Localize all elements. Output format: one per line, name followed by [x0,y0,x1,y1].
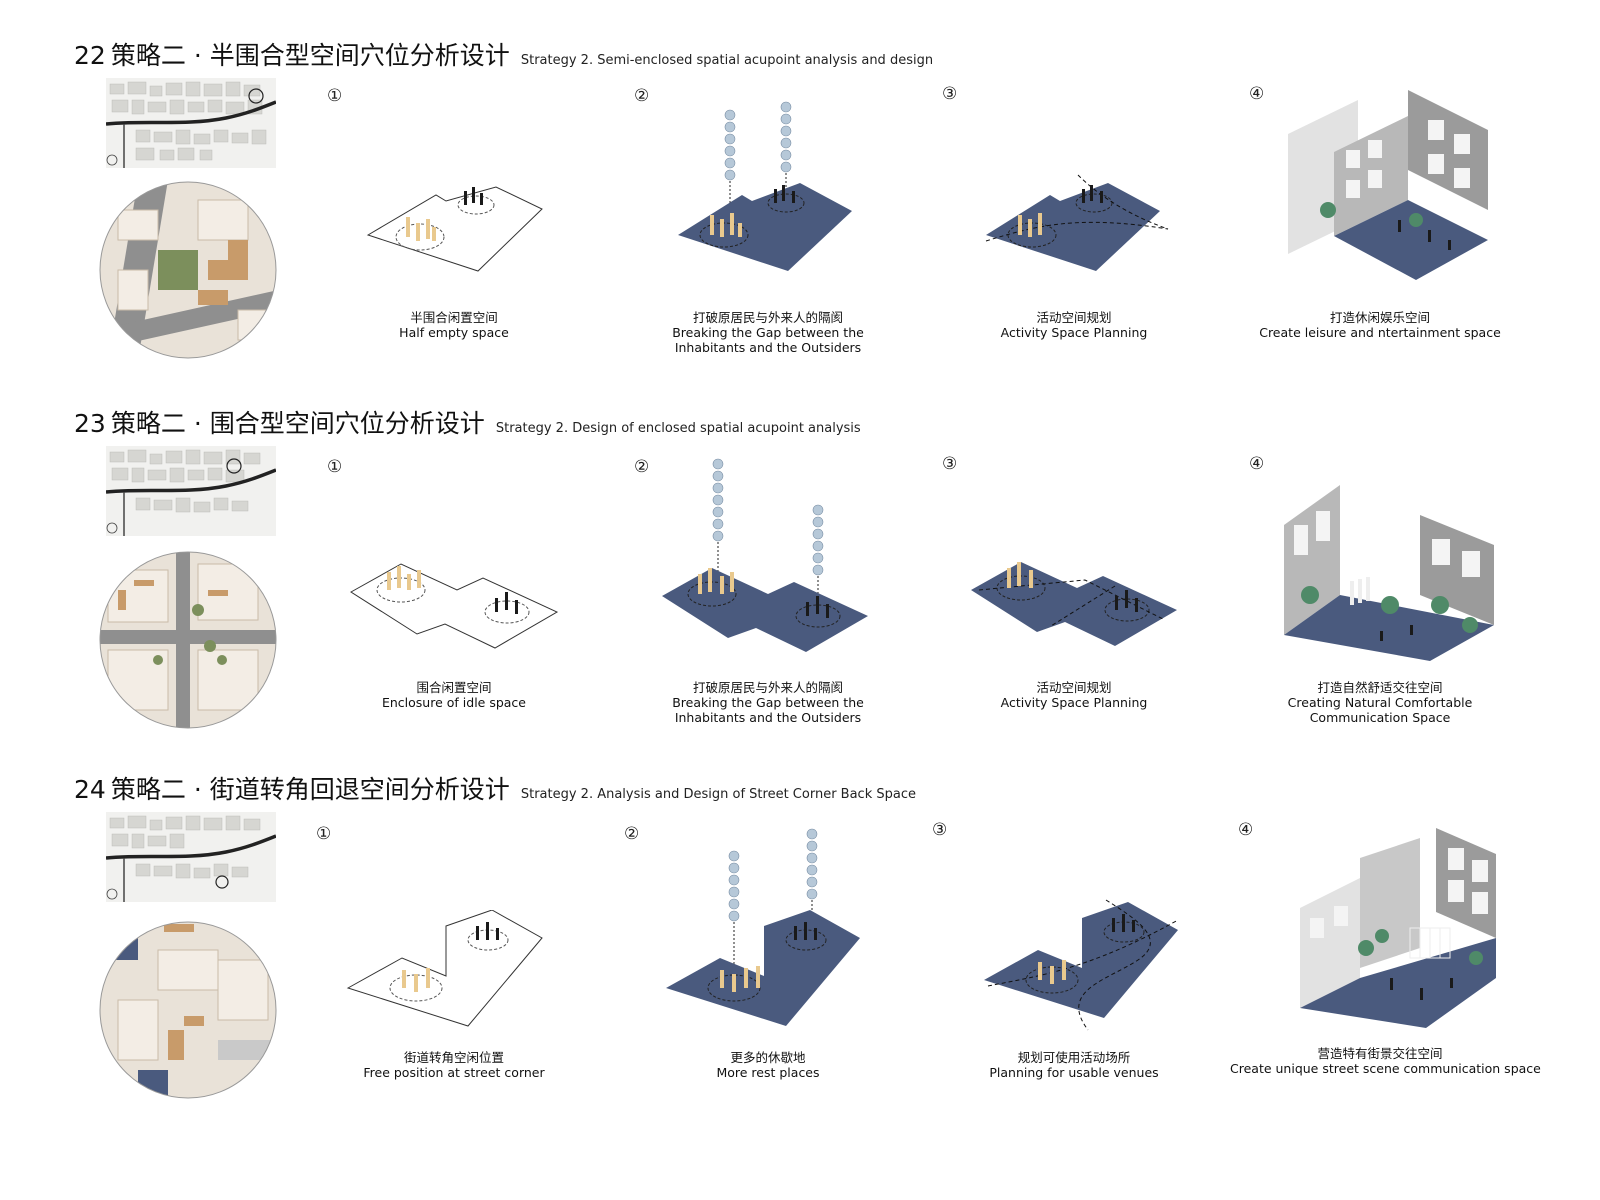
step-caption: 围合闲置空间 Enclosure of idle space [304,680,604,710]
section-title: 23 策略二 · 围合型空间穴位分析设计 Strategy 2. Design … [74,404,861,440]
step-caption: 规划可使用活动场所 Planning for usable venues [924,1050,1224,1080]
diagram-street-corner [346,910,543,1027]
step-marker-2: ② [634,457,650,477]
caption-zh: 活动空间规划 [1036,310,1112,325]
step-marker-1: ① [316,824,332,844]
step-marker-4: ④ [1238,820,1254,840]
caption-zh: 街道转角空闲位置 [403,1050,504,1065]
step-marker-1: ① [327,86,343,106]
caption-en-line: Enclosure of idle space [381,695,526,710]
section-number: 22 [74,41,106,70]
diagram-breaking-gap [678,101,852,271]
caption-en-line: Breaking the Gap between the [672,325,864,340]
section-title-zh: 策略二 · 街道转角回退空间分析设计 [110,775,510,804]
caption-zh: 打造休闲娱乐空间 [1329,310,1430,325]
step-caption: 活动空间规划 Activity Space Planning [924,680,1224,710]
caption-en-line: Free position at street corner [363,1065,545,1080]
caption-en-line: Activity Space Planning [1000,695,1148,710]
site-plan [99,181,277,359]
caption-zh: 打破原居民与外来人的隔阂 [692,680,843,695]
caption-zh: 半围合闲置空间 [410,310,498,325]
site-plan [99,551,277,729]
diagram-more-rest-places [666,828,860,1026]
section-22: 22 策略二 · 半围合型空间穴位分析设计 Strategy 2. Semi-e… [0,0,1600,370]
caption-zh: 围合闲置空间 [416,680,492,695]
diagram-breaking-gap [662,458,868,652]
caption-en-line: More rest places [716,1065,820,1080]
step-marker-4: ④ [1249,454,1265,474]
section-number: 23 [74,409,106,438]
caption-en-line: Half empty space [399,325,509,340]
caption-en-line: Communication Space [1309,710,1451,725]
location-map [106,78,276,168]
caption-en-line: Planning for usable venues [989,1065,1159,1080]
caption-en-line: Creating Natural Comfortable [1287,695,1473,710]
diagram-usable-venues [984,899,1179,1031]
location-map [106,446,276,536]
diagram-leisure-space [1288,90,1488,280]
caption-zh: 打破原居民与外来人的隔阂 [692,310,843,325]
section-title-zh: 策略二 · 半围合型空间穴位分析设计 [110,41,510,70]
caption-en-line: Inhabitants and the Outsiders [674,710,862,725]
step-marker-3: ③ [942,454,958,474]
caption-en-line: Create leisure and ntertainment space [1259,325,1501,340]
diagram-activity-planning [985,174,1169,271]
caption-zh: 营造特有街景交往空间 [1317,1046,1443,1061]
step-caption: 打造休闲娱乐空间 Create leisure and ntertainment… [1230,310,1530,340]
section-title-zh: 策略二 · 围合型空间穴位分析设计 [110,409,485,438]
caption-zh: 更多的休歇地 [730,1050,806,1065]
step-caption: 更多的休歇地 More rest places [618,1050,918,1080]
site-plan [99,921,277,1099]
section-title: 22 策略二 · 半围合型空间穴位分析设计 Strategy 2. Semi-e… [74,36,933,72]
step-caption: 半围合闲置空间 Half empty space [304,310,604,340]
diagram-street-scene-space [1300,828,1496,1028]
section-title-en: Strategy 2. Design of enclosed spatial a… [495,421,861,436]
section-23: 23 策略二 · 围合型空间穴位分析设计 Strategy 2. Design … [0,370,1600,740]
section-title-en: Strategy 2. Semi-enclosed spatial acupoi… [520,53,934,68]
section-24: 24 策略二 · 街道转角回退空间分析设计 Strategy 2. Analys… [0,740,1600,1140]
step-caption: 街道转角空闲位置 Free position at street corner [304,1050,604,1080]
step-marker-4: ④ [1249,84,1265,104]
step-marker-2: ② [624,824,640,844]
location-map [106,812,276,902]
caption-en-line: Inhabitants and the Outsiders [674,340,862,355]
caption-en-line: Activity Space Planning [1000,325,1148,340]
step-caption: 营造特有街景交往空间 Create unique street scene co… [1230,1046,1541,1076]
step-marker-3: ③ [942,84,958,104]
section-title-en: Strategy 2. Analysis and Design of Stree… [520,787,916,802]
step-caption: 活动空间规划 Activity Space Planning [924,310,1224,340]
step-caption: 打破原居民与外来人的隔阂 Breaking the Gap between th… [618,680,918,725]
step-caption: 打造自然舒适交往空间 Creating Natural Comfortable … [1230,680,1530,725]
section-title: 24 策略二 · 街道转角回退空间分析设计 Strategy 2. Analys… [74,770,916,806]
section-number: 24 [74,775,106,804]
caption-en-line: Breaking the Gap between the [672,695,864,710]
step-marker-1: ① [327,457,343,477]
diagram-enclosure-idle-space [350,563,559,649]
caption-en-line: Create unique street scene communication… [1230,1061,1541,1076]
caption-zh: 活动空间规划 [1036,680,1112,695]
step-marker-2: ② [634,86,650,106]
diagram-half-empty-space [366,186,543,272]
caption-zh: 打造自然舒适交往空间 [1317,680,1443,695]
step-caption: 打破原居民与外来人的隔阂 Breaking the Gap between th… [618,310,918,355]
diagram-activity-planning [971,562,1177,646]
caption-zh: 规划可使用活动场所 [1017,1050,1131,1065]
step-marker-3: ③ [932,820,948,840]
diagram-natural-communication [1284,485,1494,661]
